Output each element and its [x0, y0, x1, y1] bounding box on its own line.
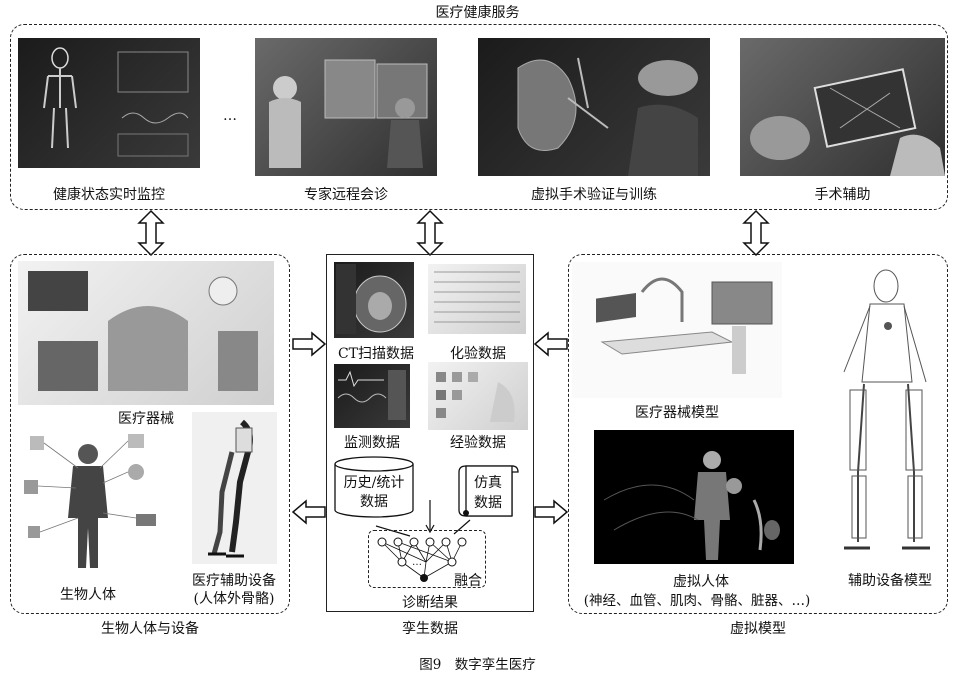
history-database-shape	[334, 456, 414, 518]
device-model-label: 医疗器械模型	[635, 405, 719, 421]
virtual-surgery-label: 虚拟手术验证与训练	[531, 187, 657, 203]
experience-data-label: 经验数据	[450, 435, 506, 451]
arrow-left-to-center	[292, 331, 327, 357]
double-arrow-left-top	[137, 209, 165, 257]
virtual-body-label: 虚拟人体	[673, 574, 729, 590]
assist-model-image	[834, 262, 944, 562]
lab-data-label: 化验数据	[450, 346, 506, 362]
health-monitoring-label: 健康状态实时监控	[53, 187, 165, 203]
arrow-center-to-right	[534, 499, 569, 525]
fusion-box	[368, 530, 486, 588]
virtual-body-note: (神经、血管、肌肉、骨骼、脏器、…)	[583, 593, 811, 609]
virtual-body-image	[594, 430, 794, 564]
svg-text:…: …	[412, 557, 422, 568]
virtual-model-group-label: 虚拟模型	[730, 621, 786, 637]
arrow-center-to-left	[291, 499, 326, 525]
assist-device-image	[192, 412, 277, 564]
services-group	[10, 24, 948, 210]
fusion-label: 融合	[454, 573, 482, 589]
medical-devices-label: 医疗器械	[118, 411, 174, 427]
surgery-assist-image	[740, 38, 945, 176]
simulation-scroll-shape	[458, 465, 519, 517]
ct-scan-label: CT扫描数据	[337, 346, 415, 362]
top-title: 医疗健康服务	[435, 5, 520, 21]
biological-body-image	[18, 428, 168, 578]
device-model-image	[572, 262, 782, 398]
health-monitoring-image	[18, 38, 200, 168]
assist-device-label: 医疗辅助设备	[192, 573, 276, 589]
diagnosis-label: 诊断结果	[402, 595, 458, 611]
physical-group-label: 生物人体与设备	[101, 621, 199, 637]
twin-data-group-label: 孪生数据	[402, 621, 458, 637]
ct-scan-image	[334, 262, 414, 338]
services-ellipsis: …	[223, 108, 237, 124]
monitor-data-label: 监测数据	[344, 435, 400, 451]
assist-model-label: 辅助设备模型	[848, 573, 932, 589]
assist-device-note: (人体外骨骼)	[193, 591, 275, 607]
history-data-label-line1: 历史/统计	[343, 475, 405, 491]
monitor-data-image	[334, 364, 410, 428]
simulation-data-label-line2: 数据	[474, 495, 502, 511]
virtual-surgery-image	[478, 38, 710, 176]
remote-consultation-label: 专家远程会诊	[304, 187, 388, 203]
lab-data-image	[428, 264, 526, 334]
neural-network-graph: …	[377, 537, 467, 582]
surgery-assist-label: 手术辅助	[814, 187, 871, 203]
physical-group	[10, 254, 290, 614]
experience-data-image	[428, 362, 528, 430]
remote-consultation-image	[255, 38, 437, 176]
simulation-data-label-line1: 仿真	[474, 475, 502, 491]
history-data-label-line2: 数据	[360, 494, 388, 510]
fusion-input-arrows	[375, 500, 471, 537]
medical-devices-image	[18, 261, 274, 405]
double-arrow-center-top	[416, 209, 444, 257]
double-arrow-right-top	[742, 209, 770, 257]
biological-body-label: 生物人体	[60, 587, 116, 603]
twin-data-group	[326, 254, 534, 612]
arrow-right-to-center	[533, 331, 568, 357]
figure-caption: 图9 数字孪生医疗	[419, 657, 536, 673]
virtual-model-group	[568, 254, 948, 614]
